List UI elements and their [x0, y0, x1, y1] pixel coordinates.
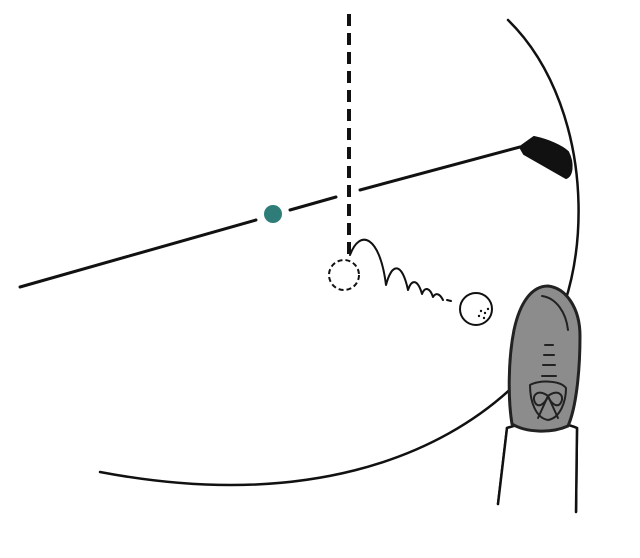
swing-arc: [98, 18, 580, 487]
pivot-dot: [264, 205, 282, 223]
club-head: [519, 136, 573, 179]
ball-bounce-trail: [349, 238, 444, 301]
club-shaft: [18, 145, 522, 289]
ball-start-position: [328, 259, 360, 291]
golf-ball: [459, 292, 493, 326]
golfer-shoe: [507, 284, 582, 433]
